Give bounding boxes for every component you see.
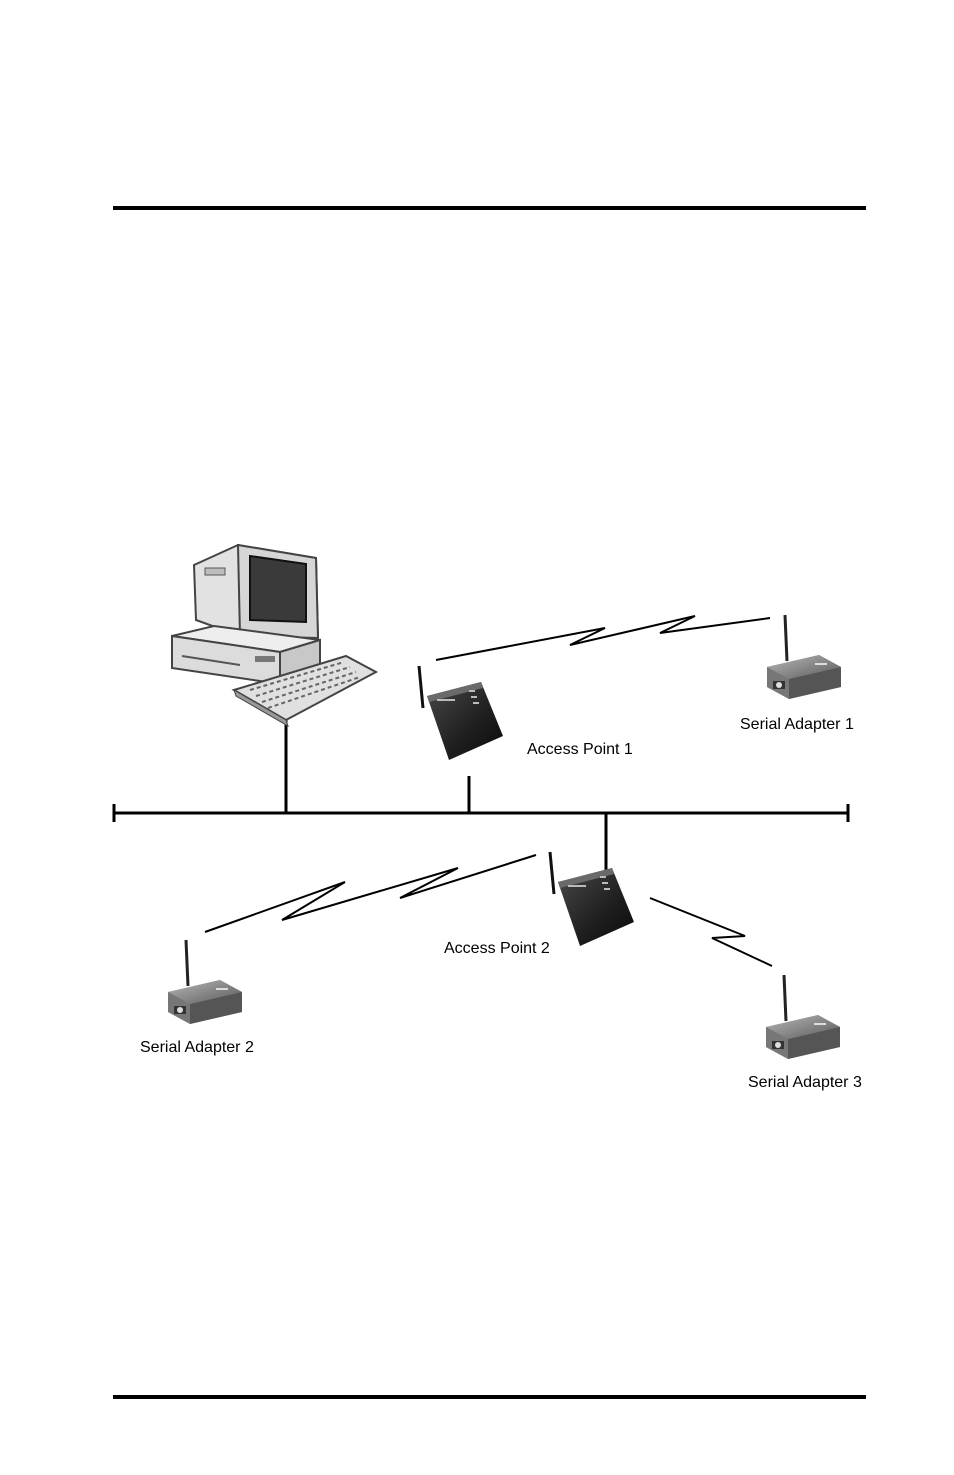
serial-adapter-2-label: Serial Adapter 2 — [140, 1039, 254, 1056]
wireless-link-ap2-sa3 — [649, 897, 773, 967]
access-point-2-label: Access Point 2 — [444, 940, 550, 957]
bottom-rule — [113, 1395, 866, 1399]
serial-adapter-3-label: Serial Adapter 3 — [748, 1074, 862, 1091]
serial-adapter-3-icon — [764, 973, 842, 1061]
ethernet-backbone — [112, 804, 850, 822]
top-rule — [113, 206, 866, 210]
wireless-link-ap2-sa2 — [204, 854, 537, 933]
access-point-1-icon — [417, 664, 505, 762]
access-point-2-icon — [548, 850, 636, 948]
wireless-link-ap1-sa1 — [435, 615, 771, 661]
access-point-1-label: Access Point 1 — [527, 741, 633, 758]
serial-adapter-2-icon — [166, 938, 244, 1026]
serial-adapter-1-label: Serial Adapter 1 — [740, 716, 854, 733]
serial-adapter-1-icon — [765, 613, 843, 701]
workstation-icon — [171, 543, 379, 728]
